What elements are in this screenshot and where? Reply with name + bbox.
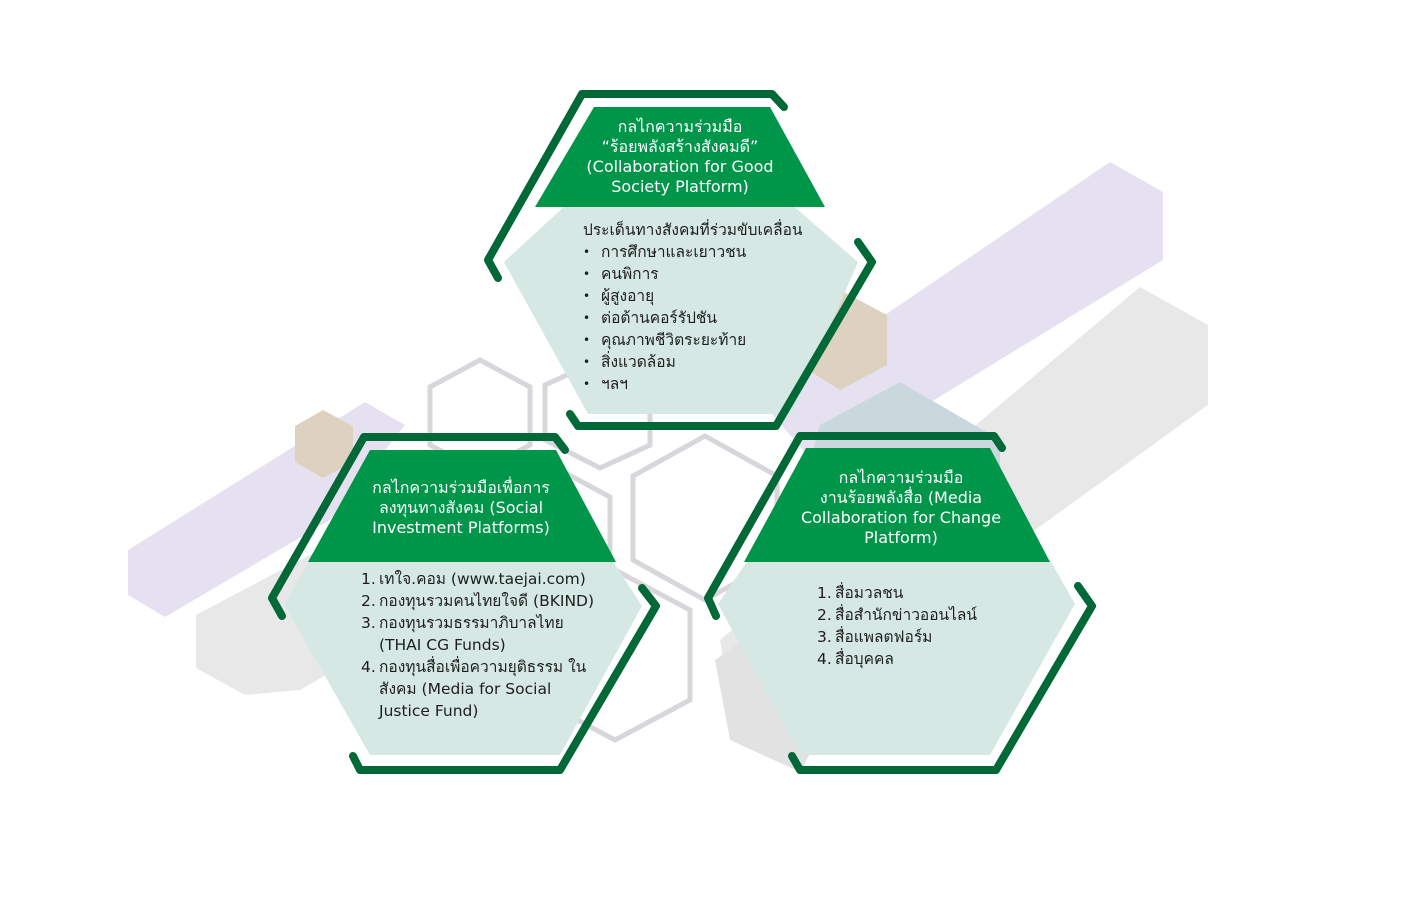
- top-panel-frame-left: [484, 90, 788, 282]
- list-item: คนพิการ: [583, 263, 828, 285]
- item-text: เทใจ.คอม (www.taejai.com): [379, 570, 586, 588]
- left-panel-content: 1.เทใจ.คอม (www.taejai.com) 2.กองทุนรวมค…: [361, 568, 606, 722]
- title-line: Investment Platforms): [372, 518, 550, 537]
- left-panel-frame-right: [349, 584, 660, 774]
- purple-band-right: [760, 162, 1163, 470]
- list-item: 3.สื่อแพลตฟอร์ม: [817, 626, 1017, 648]
- list-item: สิ่งแวดล้อม: [583, 351, 828, 373]
- left-panel-body: [284, 560, 642, 755]
- item-number: 4.: [361, 658, 376, 676]
- title-line: กลไกความร่วมมือ: [617, 117, 743, 136]
- top-panel-issue-list: การศึกษาและเยาวชน คนพิการ ผู้สูงอายุ ต่อ…: [583, 241, 828, 395]
- top-panel-subtitle: ประเด็นทางสังคมที่ร่วมขับเคลื่อน: [583, 221, 803, 239]
- right-panel-header: [744, 448, 1050, 562]
- list-item: ต่อต้านคอร์รัปชัน: [583, 307, 828, 329]
- left-panel-graphic: [268, 433, 660, 774]
- left-panel-title: กลไกความร่วมมือเพื่อการ ลงทุนทางสังคม (S…: [330, 476, 592, 540]
- right-panel-content: 1.สื่อมวลชน 2.สื่อสำนักข่าวออนไลน์ 3.สื่…: [817, 582, 1017, 670]
- right-panel-frame-left: [704, 432, 1006, 620]
- left-panel-header: [308, 450, 616, 562]
- title-line: Collaboration for Change: [800, 508, 1002, 527]
- title-line: กลไกความร่วมมือเพื่อการ: [372, 478, 550, 497]
- right-panel-title: กลไกความร่วมมือ งานร้อยพลังสื่อ (Media C…: [770, 466, 1032, 550]
- top-panel-title: กลไกความร่วมมือ “ร้อยพลังสร้างสังคมดี” (…: [545, 114, 815, 200]
- left-panel-fund-list: 1.เทใจ.คอม (www.taejai.com) 2.กองทุนรวมค…: [361, 568, 606, 722]
- list-item: 1.เทใจ.คอม (www.taejai.com): [361, 568, 606, 590]
- list-item: ฯลฯ: [583, 373, 828, 395]
- item-number: 2.: [361, 592, 376, 610]
- top-panel-frame-right: [566, 238, 876, 430]
- right-panel-media-list: 1.สื่อมวลชน 2.สื่อสำนักข่าวออนไลน์ 3.สื่…: [817, 582, 1017, 670]
- item-text: กองทุนสื่อเพื่อความยุติธรรม ในสังคม (Med…: [379, 658, 587, 720]
- item-text: กองทุนรวมธรรมาภิบาลไทย (THAI CG Funds): [379, 614, 564, 654]
- list-item: 2.กองทุนรวมคนไทยใจดี (BKIND): [361, 590, 606, 612]
- item-text: สื่อสำนักข่าวออนไลน์: [835, 606, 978, 624]
- item-text: สื่อมวลชน: [835, 584, 904, 602]
- list-item: 4.สื่อบุคคล: [817, 648, 1017, 670]
- item-text: สื่อแพลตฟอร์ม: [835, 628, 933, 646]
- list-item: ผู้สูงอายุ: [583, 285, 828, 307]
- title-line: กลไกความร่วมมือ: [838, 468, 964, 487]
- title-line: Platform): [864, 528, 938, 547]
- list-item: การศึกษาและเยาวชน: [583, 241, 828, 263]
- item-text: สื่อบุคคล: [835, 650, 894, 668]
- item-text: กองทุนรวมคนไทยใจดี (BKIND): [379, 592, 595, 610]
- right-panel-graphic: [704, 432, 1096, 774]
- item-number: 4.: [817, 650, 832, 668]
- item-number: 3.: [817, 628, 832, 646]
- title-line: (Collaboration for Good: [586, 157, 774, 176]
- title-line: งานร้อยพลังสื่อ (Media: [819, 488, 983, 507]
- title-line: ลงทุนทางสังคม (Social: [378, 498, 544, 517]
- item-number: 2.: [817, 606, 832, 624]
- left-panel-frame-left: [268, 433, 569, 620]
- item-number: 1.: [817, 584, 832, 602]
- list-item: 3.กองทุนรวมธรรมาภิบาลไทย (THAI CG Funds): [361, 612, 606, 656]
- list-item: 1.สื่อมวลชน: [817, 582, 1017, 604]
- item-number: 3.: [361, 614, 376, 632]
- title-line: Society Platform): [611, 177, 749, 196]
- top-panel-header: [535, 107, 825, 207]
- top-panel-content: ประเด็นทางสังคมที่ร่วมขับเคลื่อน การศึกษ…: [583, 219, 828, 395]
- list-item: คุณภาพชีวิตระยะท้าย: [583, 329, 828, 351]
- title-line: “ร้อยพลังสร้างสังคมดี”: [601, 137, 759, 156]
- item-number: 1.: [361, 570, 376, 588]
- right-panel-frame-right: [788, 582, 1096, 774]
- right-panel-body: [718, 560, 1075, 755]
- list-item: 2.สื่อสำนักข่าวออนไลน์: [817, 604, 1017, 626]
- list-item: 4.กองทุนสื่อเพื่อความยุติธรรม ในสังคม (M…: [361, 656, 606, 722]
- tan-hexagon-left: [295, 410, 353, 478]
